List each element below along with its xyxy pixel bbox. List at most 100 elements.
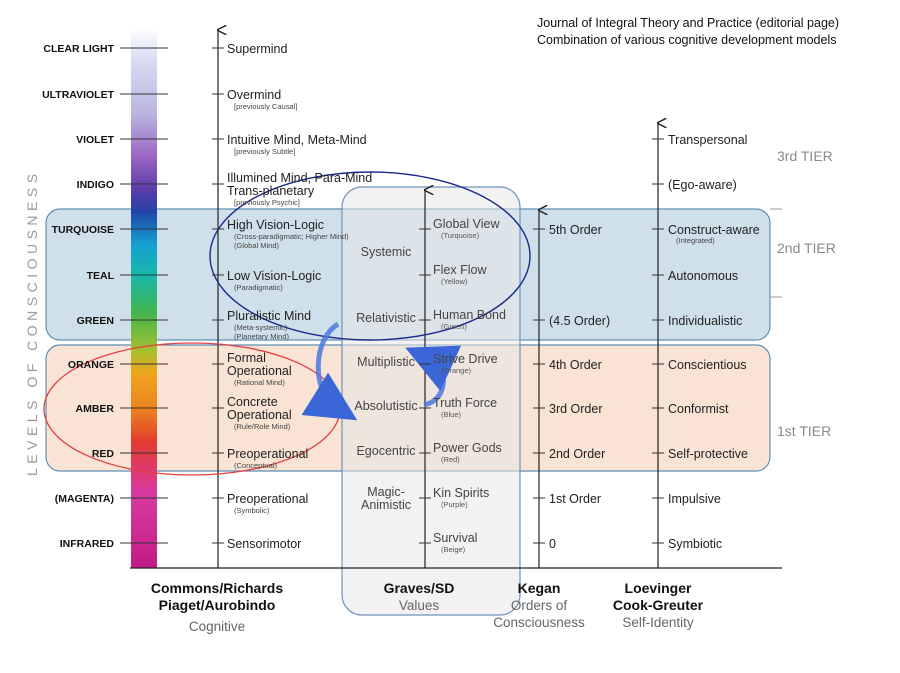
- loev-label: Autonomous: [668, 269, 738, 283]
- level-label: (MAGENTA): [55, 493, 114, 505]
- graves-right-sub: (Turquoise): [441, 231, 480, 240]
- blue-ellipse: [209, 171, 531, 341]
- cog-title1: Commons/Richards: [151, 580, 283, 596]
- level-label: GREEN: [77, 315, 114, 327]
- loevinger-labels: Transpersonal (Ego-aware) Construct-aware(…: [652, 133, 760, 551]
- level-label: ULTRAVIOLET: [42, 89, 115, 101]
- blue-arrow-left: [301, 321, 358, 421]
- kegan-label: (4.5 Order): [549, 314, 610, 328]
- graves-right-label: Survival: [433, 531, 477, 545]
- graves-right-sub: (Green): [441, 322, 467, 331]
- cog-label: Preoperational: [227, 447, 308, 461]
- cog-label: Operational: [227, 364, 292, 378]
- loev-sub-label: (Integrated): [676, 236, 715, 245]
- graves-left-label: Multiplistic: [357, 355, 415, 369]
- tier2-label: 2nd TIER: [777, 240, 836, 256]
- cog-title2: Piaget/Aurobindo: [159, 597, 276, 613]
- graves-labels: SystemicRelativisticMultiplisticAbsoluti…: [354, 217, 506, 554]
- cog-label: Overmind: [227, 88, 281, 102]
- loev-label: Impulsive: [668, 492, 721, 506]
- cog-sub-label: (Paradigmatic): [234, 283, 283, 292]
- graves-left-label: Absolutistic: [354, 399, 417, 413]
- graves-right-sub: (Beige): [441, 545, 466, 554]
- kegan-label: 0: [549, 537, 556, 551]
- cog-sub-label: (Planetary Mind): [234, 332, 290, 341]
- loev-label: Conscientious: [668, 358, 747, 372]
- cog-sub-label: (Global Mind): [234, 241, 280, 250]
- level-label: AMBER: [76, 403, 115, 415]
- blue-arrow-right: [405, 345, 462, 408]
- cog-sub-label: [previously Subtle]: [234, 147, 295, 156]
- kegan-label: 5th Order: [549, 223, 602, 237]
- cog-label: Sensorimotor: [227, 537, 301, 551]
- kegan-sub2: Consciousness: [493, 615, 585, 630]
- graves-right-label: Flex Flow: [433, 263, 487, 277]
- loev-title2: Cook-Greuter: [613, 597, 704, 613]
- level-labels: CLEAR LIGHTULTRAVIOLETVIOLETINDIGOTURQUO…: [42, 43, 168, 550]
- cog-label: Pluralistic Mind: [227, 309, 311, 323]
- graves-left-label: Animistic: [361, 498, 411, 512]
- graves-right-label: Strive Drive: [433, 352, 498, 366]
- cog-label: Trans-planetary: [227, 184, 315, 198]
- kegan-title: Kegan: [518, 580, 561, 596]
- kegan-sub1: Orders of: [511, 598, 568, 613]
- graves-left-label: Egocentric: [356, 444, 415, 458]
- header-line1: Journal of Integral Theory and Practice …: [537, 16, 839, 30]
- cog-label: Low Vision-Logic: [227, 269, 321, 283]
- cog-label: Concrete: [227, 395, 278, 409]
- tier3-label: 3rd TIER: [777, 148, 833, 164]
- graves-right-label: Kin Spirits: [433, 486, 489, 500]
- graves-right-sub: (Orange): [441, 366, 472, 375]
- graves-right-label: Global View: [433, 217, 500, 231]
- cog-label: Preoperational: [227, 492, 308, 506]
- level-label: CLEAR LIGHT: [43, 43, 114, 55]
- cog-sub-label: (Conceptual): [234, 461, 277, 470]
- graves-left-label: Relativistic: [356, 311, 416, 325]
- loev-label: (Ego-aware): [668, 178, 737, 192]
- cog-label: High Vision-Logic: [227, 218, 324, 232]
- kegan-label: 4th Order: [549, 358, 602, 372]
- tier1-label: 1st TIER: [777, 423, 831, 439]
- cog-sub-label: (Rational Mind): [234, 378, 285, 387]
- loev-label: Self-protective: [668, 447, 748, 461]
- header-line2: Combination of various cognitive develop…: [537, 33, 836, 47]
- level-label: INFRARED: [60, 538, 115, 550]
- cog-label: Formal: [227, 351, 266, 365]
- cog-label: Intuitive Mind, Meta-Mind: [227, 133, 367, 147]
- cog-sub: Cognitive: [189, 619, 245, 634]
- kegan-label: 1st Order: [549, 492, 601, 506]
- graves-sub: Values: [399, 598, 440, 613]
- graves-title: Graves/SD: [384, 580, 455, 596]
- graves-right-label: Power Gods: [433, 441, 502, 455]
- cog-sub-label: (Cross-paradigmatic; Higher Mind): [234, 232, 349, 241]
- graves-right-sub: (Red): [441, 455, 460, 464]
- cog-sub-label: (Meta-systemic): [234, 323, 288, 332]
- spectrum-bar: [131, 28, 157, 568]
- kegan-labels: 5th Order (4.5 Order) 4th Order 3rd Order 2n…: [533, 223, 610, 551]
- graves-right-label: Truth Force: [433, 396, 497, 410]
- cog-sub-label: (Rule/Role Mind): [234, 422, 291, 431]
- loev-title1: Loevinger: [625, 580, 692, 596]
- graves-left-label: Systemic: [361, 245, 412, 259]
- kegan-label: 3rd Order: [549, 402, 603, 416]
- graves-left-label: Magic-: [367, 485, 405, 499]
- loev-label: Conformist: [668, 402, 729, 416]
- loev-label: Symbiotic: [668, 537, 722, 551]
- kegan-label: 2nd Order: [549, 447, 605, 461]
- loev-label: Transpersonal: [668, 133, 747, 147]
- loev-label: Individualistic: [668, 314, 742, 328]
- graves-right-label: Human Bond: [433, 308, 506, 322]
- level-label: TEAL: [87, 270, 115, 282]
- level-label: INDIGO: [77, 179, 114, 191]
- graves-right-sub: (Yellow): [441, 277, 468, 286]
- cog-label: Supermind: [227, 42, 287, 56]
- level-label: TURQUOISE: [52, 224, 114, 236]
- graves-right-sub: (Blue): [441, 410, 462, 419]
- cog-sub-label: [previously Psychic]: [234, 198, 300, 207]
- cog-sub-label: [previously Causal]: [234, 102, 297, 111]
- graves-right-sub: (Purple): [441, 500, 468, 509]
- level-label: ORANGE: [68, 359, 114, 371]
- cog-sub-label: (Symbolic): [234, 506, 270, 515]
- loev-label: Construct-aware: [668, 223, 760, 237]
